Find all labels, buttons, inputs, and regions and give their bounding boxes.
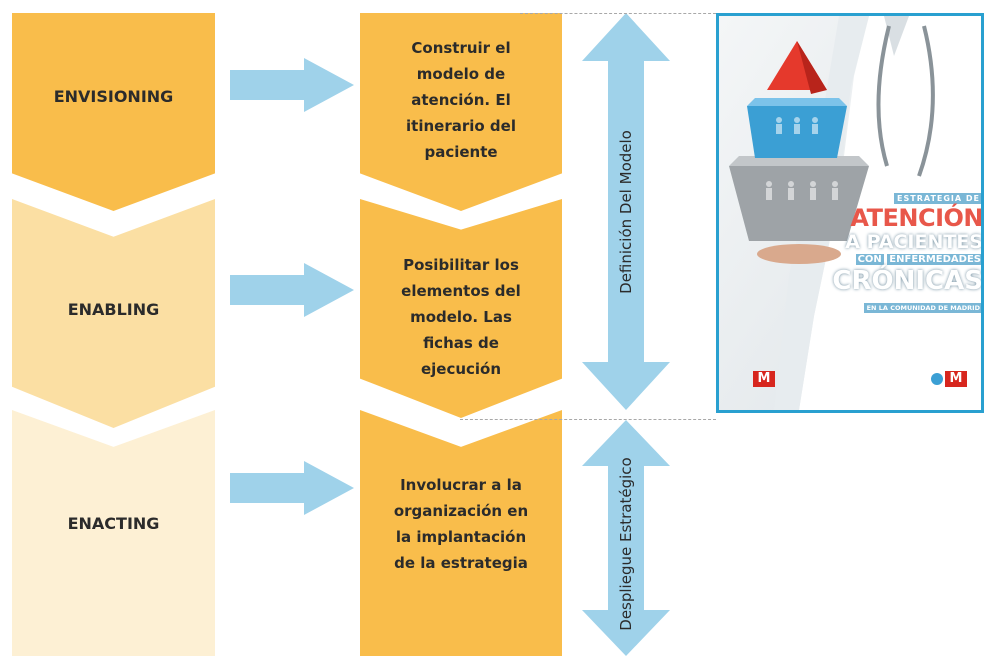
divider-line: [520, 13, 716, 14]
stage-enabling-label: ENABLING: [67, 300, 160, 319]
right-arrow-icon: [230, 58, 354, 112]
action-box-elements: Posibilitar los elementos del modelo. La…: [360, 199, 562, 418]
phase-label-definition: Definición Del Modelo: [617, 130, 635, 294]
divider-line: [460, 419, 716, 420]
cover-title-line: EN LA COMUNIDAD DE MADRID: [863, 303, 981, 313]
stage-enacting: ENACTING: [12, 410, 215, 656]
cover-title-line: CRÓNICAS: [832, 266, 983, 296]
right-arrow-icon: [230, 263, 354, 317]
stage-enacting-label: ENACTING: [67, 513, 160, 533]
cover-title-line: ENFERMEDADES: [887, 254, 981, 265]
cover-title-line: ESTRATEGIA DE: [894, 193, 981, 204]
report-cover-image: ESTRATEGIA DE ATENCIÓN A PACIENTES CON E…: [716, 13, 984, 413]
stage-envisioning-label: ENVISIONING: [53, 86, 174, 106]
cover-title-line: A PACIENTES: [845, 231, 983, 253]
phase-label-deployment: Despliegue Estratégico: [617, 457, 635, 631]
globe-icon: [931, 373, 943, 385]
action-text: Construir el modelo de atención. El itin…: [406, 39, 516, 161]
action-box-organization: Involucrar a la organización en la impla…: [360, 410, 562, 656]
action-text: Posibilitar los elementos del modelo. La…: [401, 255, 521, 378]
cover-title-line: CON: [855, 254, 884, 265]
action-box-model: Construir el modelo de atención. El itin…: [360, 13, 562, 211]
cover-title-block: ESTRATEGIA DE ATENCIÓN A PACIENTES CON E…: [823, 186, 983, 314]
cover-title-line: ATENCIÓN: [850, 204, 983, 232]
stage-envisioning: ENVISIONING: [12, 13, 215, 211]
right-arrow-icon: [230, 461, 354, 515]
double-arrow-icon: [582, 13, 670, 410]
madrid-logo: M: [945, 371, 967, 387]
doctor-pyramid-illustration: [719, 16, 981, 410]
stage-enabling: ENABLING: [12, 199, 215, 428]
madrid-logo: M: [753, 371, 775, 387]
action-text: Involucrar a la organización en la impla…: [393, 476, 529, 572]
double-arrow-icon: [582, 420, 670, 656]
